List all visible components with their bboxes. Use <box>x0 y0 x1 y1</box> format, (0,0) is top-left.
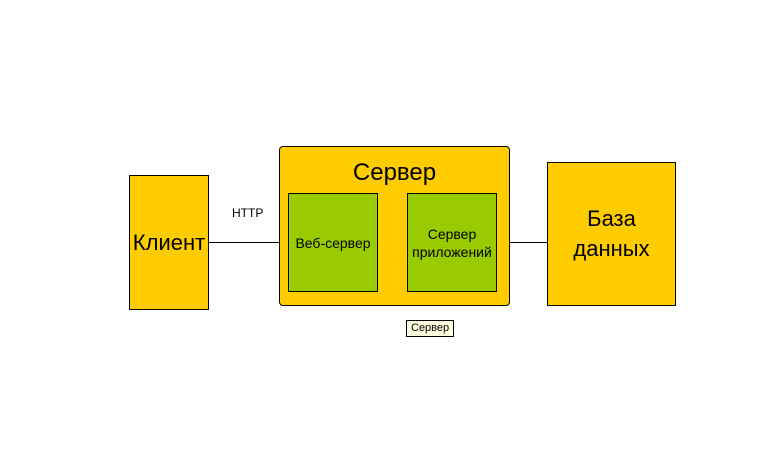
app-server-box[interactable]: Сервер приложений <box>407 193 497 292</box>
database-box[interactable]: База данных <box>547 162 676 306</box>
client-box[interactable]: Клиент <box>129 175 209 310</box>
http-label: HTTP <box>232 206 264 220</box>
database-label-line2: данных <box>573 236 650 261</box>
web-server-box[interactable]: Веб-сервер <box>288 193 378 292</box>
app-server-label-line1: Сервер <box>427 225 477 242</box>
web-server-label: Веб-сервер <box>295 234 371 251</box>
server-title: Сервер <box>352 159 437 186</box>
server-tooltip: Сервер <box>406 320 455 337</box>
app-server-label-line2: приложений <box>412 243 492 260</box>
database-label-line1: База <box>587 206 636 231</box>
app-db-connector <box>497 242 547 243</box>
client-label: Клиент <box>132 229 206 255</box>
client-web-connector <box>209 242 289 243</box>
